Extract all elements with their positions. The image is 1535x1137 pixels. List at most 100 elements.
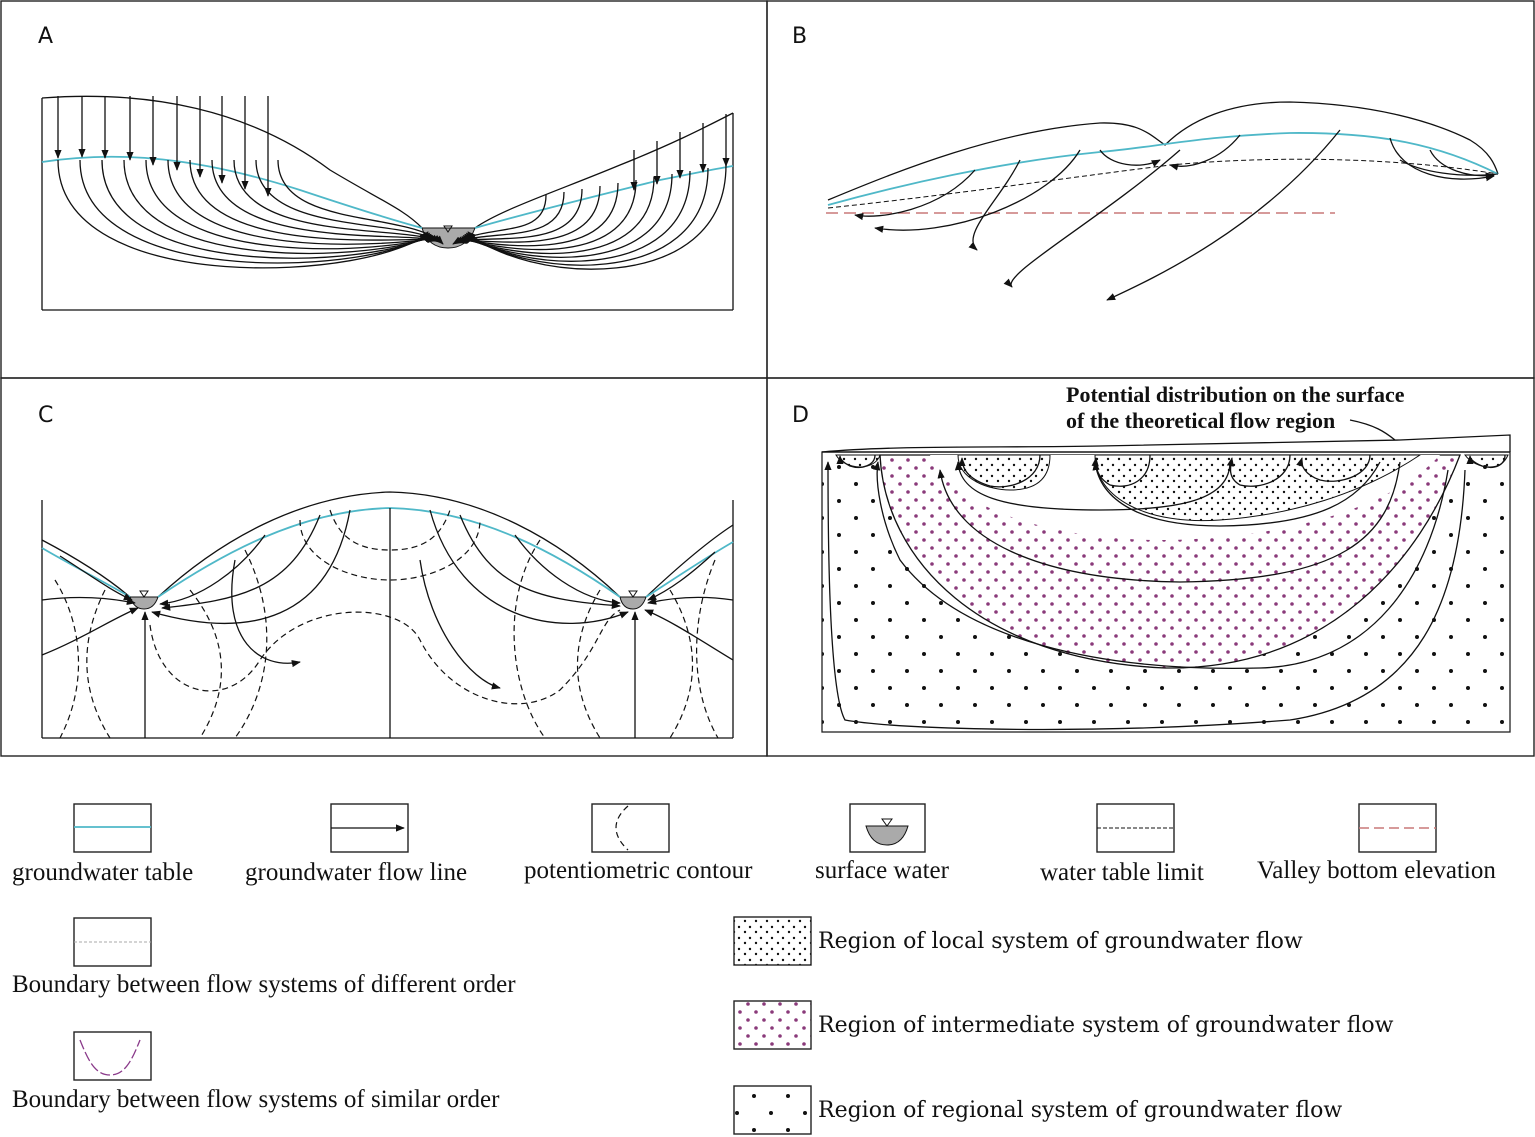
panel-c-flow-line bbox=[41, 596, 136, 605]
panel-a-flow-line-left bbox=[277, 159, 444, 245]
panel-d-annotation-leader bbox=[1349, 419, 1396, 441]
panel-c-surface-water-right bbox=[619, 596, 647, 610]
legend-label-potentiometric-contour: potentiometric contour bbox=[524, 857, 753, 884]
panel-a-flow-line-right bbox=[453, 191, 565, 244]
panel-a-flow-line-left bbox=[79, 159, 431, 264]
panel-c-flow-line bbox=[41, 607, 139, 656]
panel-d-surface-potential bbox=[821, 434, 1511, 453]
panel-a-flow-line-left bbox=[233, 159, 441, 243]
panel-label-b: B bbox=[792, 24, 807, 49]
panel-c-flow-line bbox=[429, 509, 629, 624]
panel-c-water-table-center bbox=[157, 507, 621, 598]
panel-a-land-surface-left bbox=[41, 95, 423, 229]
panel-a-flow-line-right bbox=[459, 179, 637, 251]
panel-c-contour bbox=[696, 559, 719, 739]
legend-label-groundwater-table: groundwater table bbox=[12, 859, 193, 886]
panel-label-c: C bbox=[38, 403, 53, 428]
panel-d-flow-lines bbox=[824, 454, 1506, 731]
panel-c-flow-line bbox=[647, 596, 734, 605]
legend-boundary-similar-swatch bbox=[79, 1039, 141, 1076]
legend-box-boundary-similar bbox=[73, 1031, 152, 1081]
panel-c-land-left-edge bbox=[41, 539, 131, 598]
panel-a-land-surface-right bbox=[474, 112, 734, 229]
panel-a-diagram bbox=[41, 95, 734, 311]
panel-d-flow-line bbox=[954, 461, 1231, 511]
panel-d-flow-line bbox=[836, 454, 876, 469]
panel-c-contour bbox=[329, 509, 451, 551]
legend-box-region-local bbox=[733, 916, 812, 966]
panel-a-flow-line-left bbox=[189, 159, 438, 243]
legend-label-groundwater-flow-line: groundwater flow line bbox=[245, 859, 467, 886]
legend-potentiometric-swatch bbox=[615, 805, 629, 851]
legend-label-water-table-limit: water table limit bbox=[1040, 859, 1204, 886]
legend-label-surface-water: surface water bbox=[815, 857, 950, 884]
panel-d-flow-line bbox=[958, 454, 1041, 488]
panel-c-flow-line bbox=[514, 534, 621, 607]
panel-c-flow-line bbox=[59, 555, 133, 601]
legend-label-boundary-similar: Boundary between flow systems of similar… bbox=[12, 1086, 500, 1113]
panel-a-flow-line-right bbox=[458, 182, 619, 247]
panel-b-flow-line bbox=[1099, 149, 1161, 167]
panel-a-flow-line-right bbox=[456, 185, 601, 244]
panel-c-contour bbox=[189, 589, 222, 739]
legend-box-region-regional bbox=[733, 1085, 812, 1135]
panel-c-flow-line bbox=[161, 514, 321, 611]
legend-surface-water-icon bbox=[865, 825, 909, 846]
legend-box-potentiometric bbox=[591, 803, 670, 853]
legend-water-symbol-icon bbox=[881, 818, 893, 827]
panel-c-flow-line bbox=[647, 551, 716, 601]
panel-a-flow-line-left bbox=[255, 159, 443, 244]
legend-label-valley-bottom-elevation: Valley bottom elevation bbox=[1257, 857, 1496, 884]
panel-c-contour bbox=[234, 549, 268, 739]
panel-c-water-symbol-right-icon bbox=[628, 590, 638, 598]
legend-label-region-intermediate: Region of intermediate system of groundw… bbox=[818, 1013, 1394, 1038]
panel-d-local-region-left bbox=[957, 454, 1051, 491]
legend-box-surface-water bbox=[849, 803, 926, 853]
panel-a-flow-line-right bbox=[455, 188, 583, 244]
panel-a-water-table-right bbox=[474, 165, 734, 229]
panel-c-land-hill bbox=[157, 491, 621, 598]
panel-b-flow-line bbox=[1106, 129, 1341, 301]
panel-c-flow-line bbox=[159, 534, 266, 607]
legend-box-region-intermediate bbox=[733, 1000, 812, 1050]
panel-d-annotation-line-1: Potential distribution on the surface bbox=[1066, 382, 1405, 407]
panel-a-flow-line-left bbox=[211, 159, 440, 242]
panel-c-contour bbox=[669, 589, 693, 739]
panel-c-flow-line bbox=[644, 609, 734, 661]
panel-c-flow-lines bbox=[41, 508, 734, 738]
panel-a-flow-line-right bbox=[452, 194, 547, 245]
panel-a-frame bbox=[0, 0, 768, 379]
legend-label-region-regional: Region of regional system of groundwater… bbox=[818, 1098, 1342, 1123]
legend: groundwater table groundwater flow line … bbox=[12, 803, 1496, 1135]
panel-c-contour bbox=[577, 589, 601, 739]
panel-a-flow-line-left bbox=[145, 159, 435, 250]
panel-b-frame bbox=[766, 0, 1535, 379]
panel-c-potentiometric-contours bbox=[54, 509, 719, 739]
panel-c-contour bbox=[54, 579, 80, 739]
legend-box-groundwater-table bbox=[73, 803, 152, 853]
panel-a-flow-line-left bbox=[123, 159, 434, 255]
panel-a-flow-line-left bbox=[101, 159, 432, 259]
panel-b-water-table bbox=[827, 132, 1499, 206]
panel-a-flow-line-left bbox=[167, 159, 437, 245]
panel-c-flow-line bbox=[459, 514, 621, 610]
panel-a-flow-lines bbox=[57, 159, 727, 270]
panel-b-flow-line bbox=[1429, 149, 1495, 180]
panel-b-flow-line bbox=[1389, 137, 1495, 182]
panel-d-flow-line bbox=[824, 461, 1466, 731]
panel-c-diagram bbox=[41, 491, 734, 739]
panel-c-contour bbox=[149, 609, 621, 705]
panel-label-d: D bbox=[792, 403, 809, 428]
panel-d-flow-line bbox=[1296, 454, 1371, 482]
panel-d-diagram: Potential distribution on the surface of… bbox=[821, 382, 1511, 733]
panel-b-water-table-limit bbox=[827, 158, 1499, 209]
panel-d-flow-line bbox=[1092, 461, 1381, 527]
panel-d-flow-line bbox=[1091, 454, 1151, 487]
panel-c-flow-line bbox=[151, 509, 351, 624]
panel-c-water-table-left bbox=[41, 547, 131, 598]
panel-d-flow-line bbox=[873, 461, 1449, 669]
panel-b-flow-line bbox=[854, 169, 976, 221]
panel-b-diagram bbox=[826, 101, 1499, 301]
legend-label-region-local: Region of local system of groundwater fl… bbox=[818, 929, 1303, 954]
